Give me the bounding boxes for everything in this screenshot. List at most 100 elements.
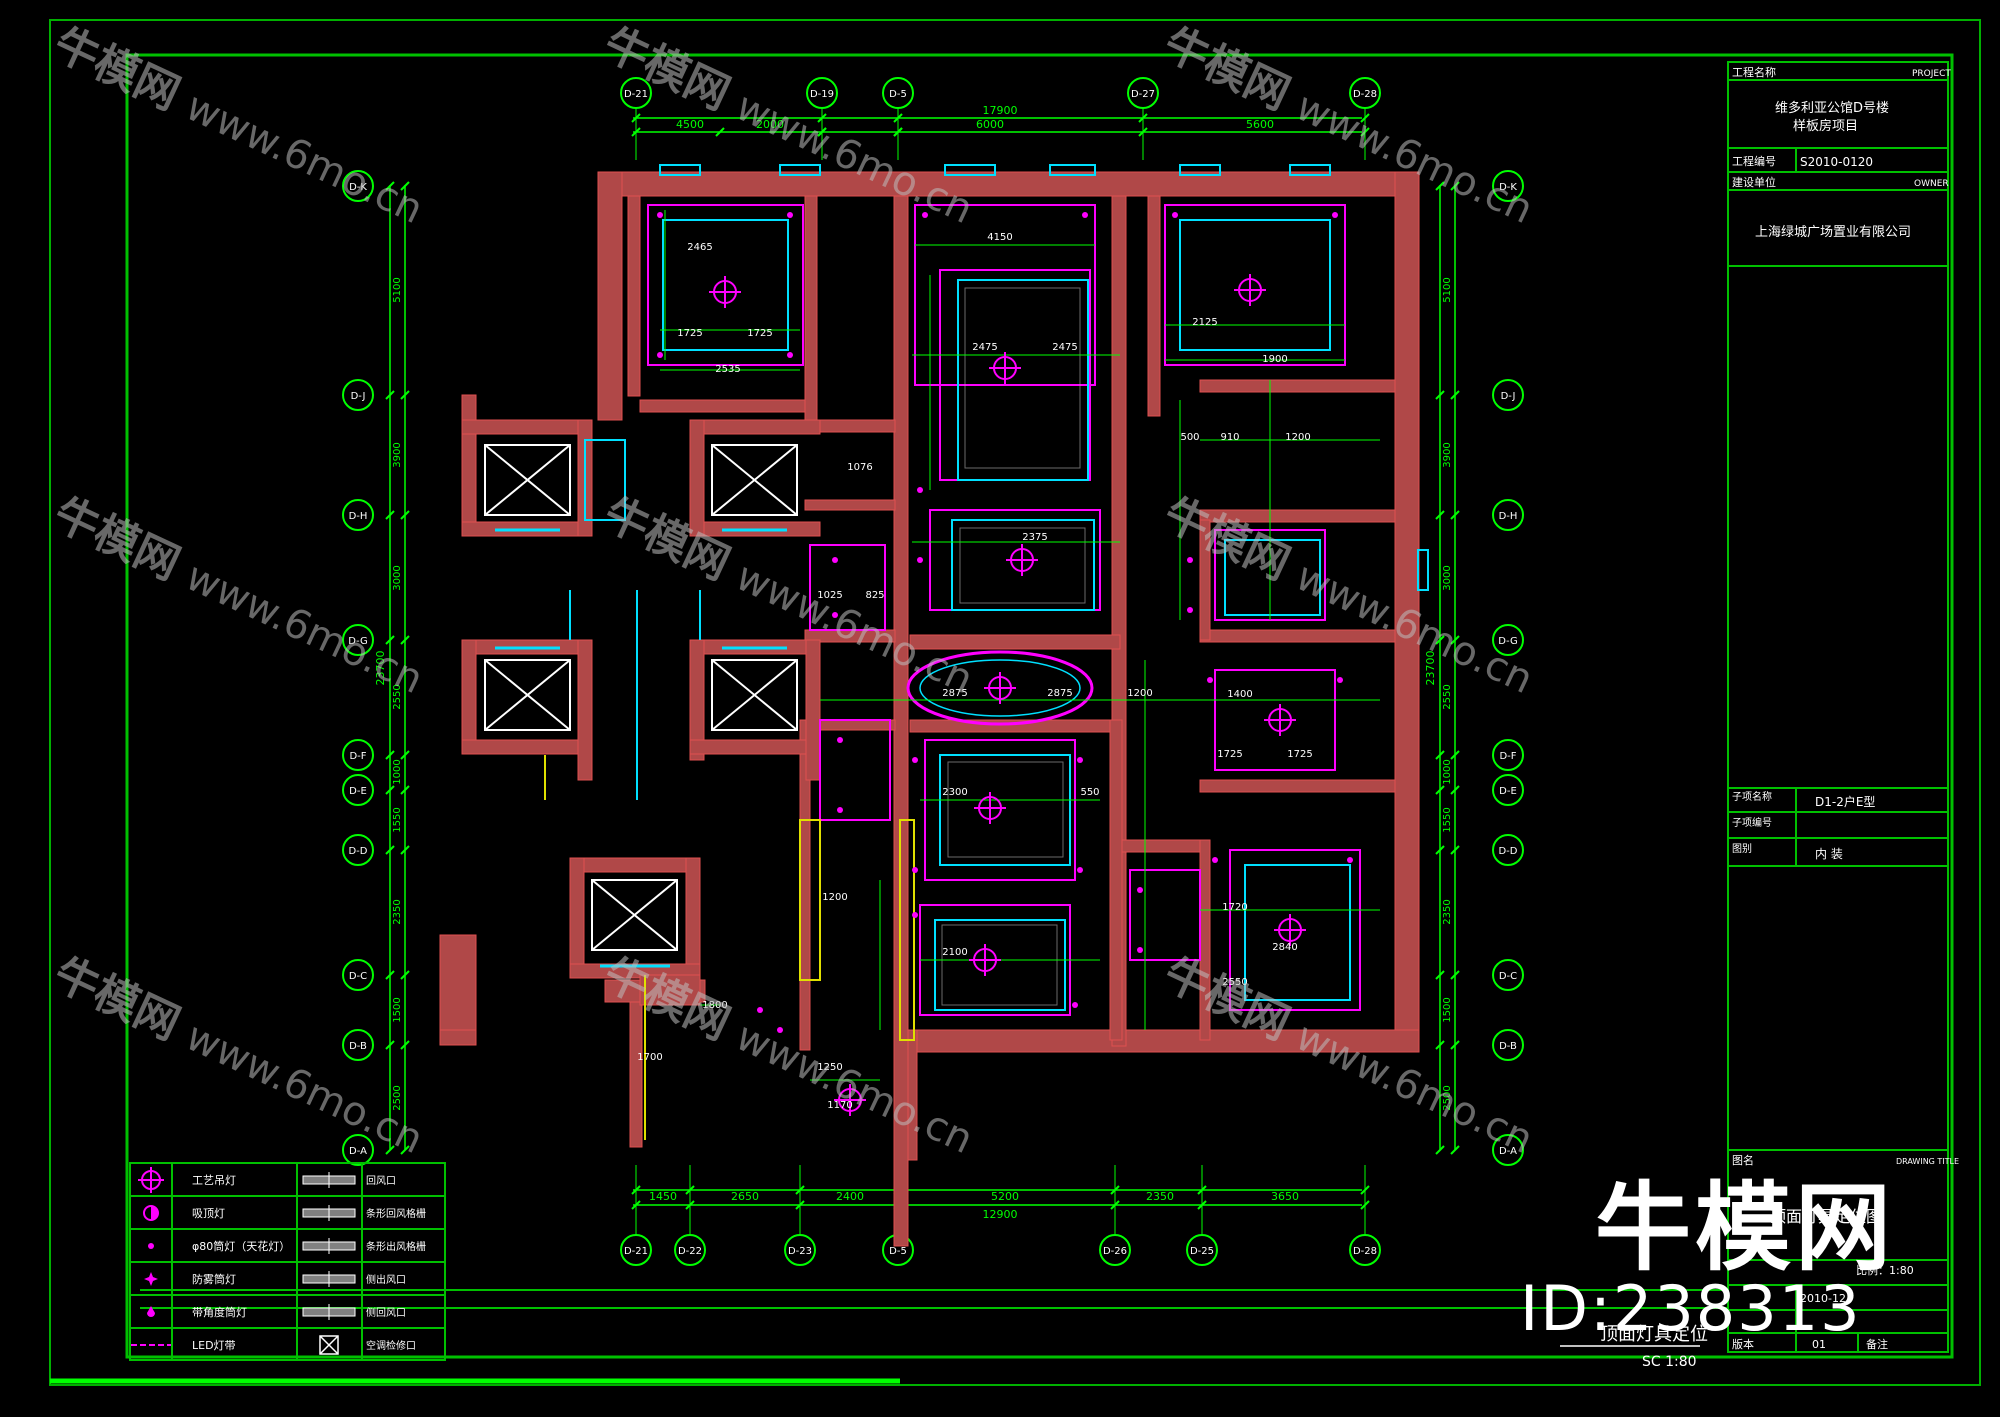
dimension-tick (1435, 1145, 1445, 1155)
axis-bubble: D-A (342, 1134, 374, 1166)
room-dimension: 2535 (715, 364, 740, 375)
oval-ceiling-inner (919, 659, 1081, 717)
dimension-tick (400, 970, 410, 980)
axis-bubble: D-G (1492, 624, 1524, 656)
downlight-icon (1332, 212, 1338, 218)
axis-label: D-B (1499, 1041, 1517, 1052)
legend-label: 条形回风格栅 (366, 1207, 426, 1220)
axis-label: D-D (1498, 846, 1517, 857)
axis-label: D-B (349, 1041, 367, 1052)
legend-row: 吸顶灯 (143, 1205, 225, 1221)
axis-label: D-J (351, 391, 366, 402)
axis-bubble: D-21 (620, 77, 652, 109)
room-dimension: 1725 (677, 328, 702, 339)
downlight-icon (757, 1007, 763, 1013)
axis-bubble: D-K (1492, 170, 1524, 202)
axis-bubble: D-19 (806, 77, 838, 109)
dimension-tick (1450, 510, 1460, 520)
pendant-light-icon (834, 1084, 866, 1116)
room-dimension: 825 (865, 590, 884, 601)
dimension-tick (385, 750, 395, 760)
room-dimension: 1720 (1222, 902, 1247, 913)
axis-bubble: D-23 (784, 1234, 816, 1266)
dim-bottom: 2650 (731, 1190, 759, 1203)
legend-row: 条形回风格栅 (302, 1205, 426, 1221)
legend-table (129, 1162, 446, 1361)
axis-label: D-K (349, 182, 367, 193)
axis-label: D-28 (1353, 89, 1377, 100)
legend-row: 回风口 (302, 1172, 396, 1188)
dim-left: 2550 (392, 684, 403, 709)
dimension-tick (1435, 845, 1445, 855)
axis-label: D-19 (810, 89, 834, 100)
legend-row: 空调检修口 (319, 1335, 416, 1355)
dimension-tick (1450, 390, 1460, 400)
drawing-title-en: DRAWING TITLE (1896, 1157, 1959, 1166)
downlight-icon (1337, 677, 1343, 683)
dim-bottom: 2350 (1146, 1190, 1174, 1203)
legend-row: φ80筒灯（天花灯） (148, 1239, 290, 1253)
dim-left: 2500 (392, 1085, 403, 1110)
dim-right: 1000 (1442, 759, 1453, 784)
dim-right-total: 23700 (1424, 651, 1437, 686)
room-dimension: 1900 (1262, 354, 1287, 365)
plan-title: 顶面灯具定位 (1600, 1324, 1708, 1345)
room-dimension: 910 (1220, 432, 1239, 443)
dim-right: 2350 (1442, 899, 1453, 924)
axis-label: D-21 (624, 89, 648, 100)
dimension-tick (1450, 970, 1460, 980)
room-dimension: 2550 (1222, 977, 1247, 988)
axis-bubble: D-28 (1349, 77, 1381, 109)
room-dimension: 1800 (702, 1000, 727, 1011)
dim-bottom: 3650 (1271, 1190, 1299, 1203)
pendant-light-icon (1234, 274, 1266, 306)
project-no: S2010-0120 (1800, 155, 1873, 169)
legend-label: 回风口 (366, 1175, 396, 1187)
version-label: 版本 (1732, 1337, 1754, 1351)
axis-bubble: D-K (342, 170, 374, 202)
project-name-2: 样板房项目 (1793, 118, 1858, 134)
dim-right: 2500 (1442, 1085, 1453, 1110)
downlight-icon (1137, 947, 1143, 953)
axis-label: D-C (1499, 971, 1517, 982)
type-label: 图别 (1732, 843, 1752, 855)
legend-row: 带角度筒灯 (147, 1305, 247, 1319)
dimension-tick (400, 1040, 410, 1050)
legend-row: 条形出风格栅 (302, 1238, 426, 1254)
dimension-tick (1450, 750, 1460, 760)
access-panel-icon (319, 1335, 339, 1355)
axis-label: D-F (1499, 751, 1516, 762)
version: 01 (1812, 1338, 1826, 1351)
dim-left: 1500 (392, 997, 403, 1022)
dim-left: 1550 (392, 807, 403, 832)
legend-label: φ80筒灯（天花灯） (192, 1239, 290, 1253)
axis-bubble: D-21 (620, 1234, 652, 1266)
axis-label: D-5 (889, 89, 907, 100)
downlight-icon (837, 807, 843, 813)
dimension-tick (400, 635, 410, 645)
room-dimension: 2840 (1272, 942, 1297, 953)
legend-label: LED灯带 (192, 1339, 236, 1352)
dim-bottom: 5200 (991, 1190, 1019, 1203)
axis-bubble: D-H (342, 499, 374, 531)
axis-label: D-H (349, 511, 368, 522)
dim-right: 3000 (1442, 565, 1453, 590)
axis-label: D-25 (1190, 1246, 1214, 1257)
axis-label: D-C (349, 971, 367, 982)
dim-top: 4500 (676, 118, 704, 131)
axis-label: D-E (1499, 786, 1517, 797)
dim-left: 2350 (392, 899, 403, 924)
downlight-icon (1072, 1002, 1078, 1008)
axis-bubble: D-F (1492, 739, 1524, 771)
legend-label: 条形出风格栅 (366, 1240, 426, 1253)
axis-bubble: D-22 (674, 1234, 706, 1266)
dim-left: 1000 (392, 759, 403, 784)
dim-right: 2550 (1442, 684, 1453, 709)
room-dimension: 1725 (1217, 749, 1242, 760)
axis-label: D-28 (1353, 1246, 1377, 1257)
windows (659, 164, 1429, 591)
room-dimension: 2300 (942, 787, 967, 798)
